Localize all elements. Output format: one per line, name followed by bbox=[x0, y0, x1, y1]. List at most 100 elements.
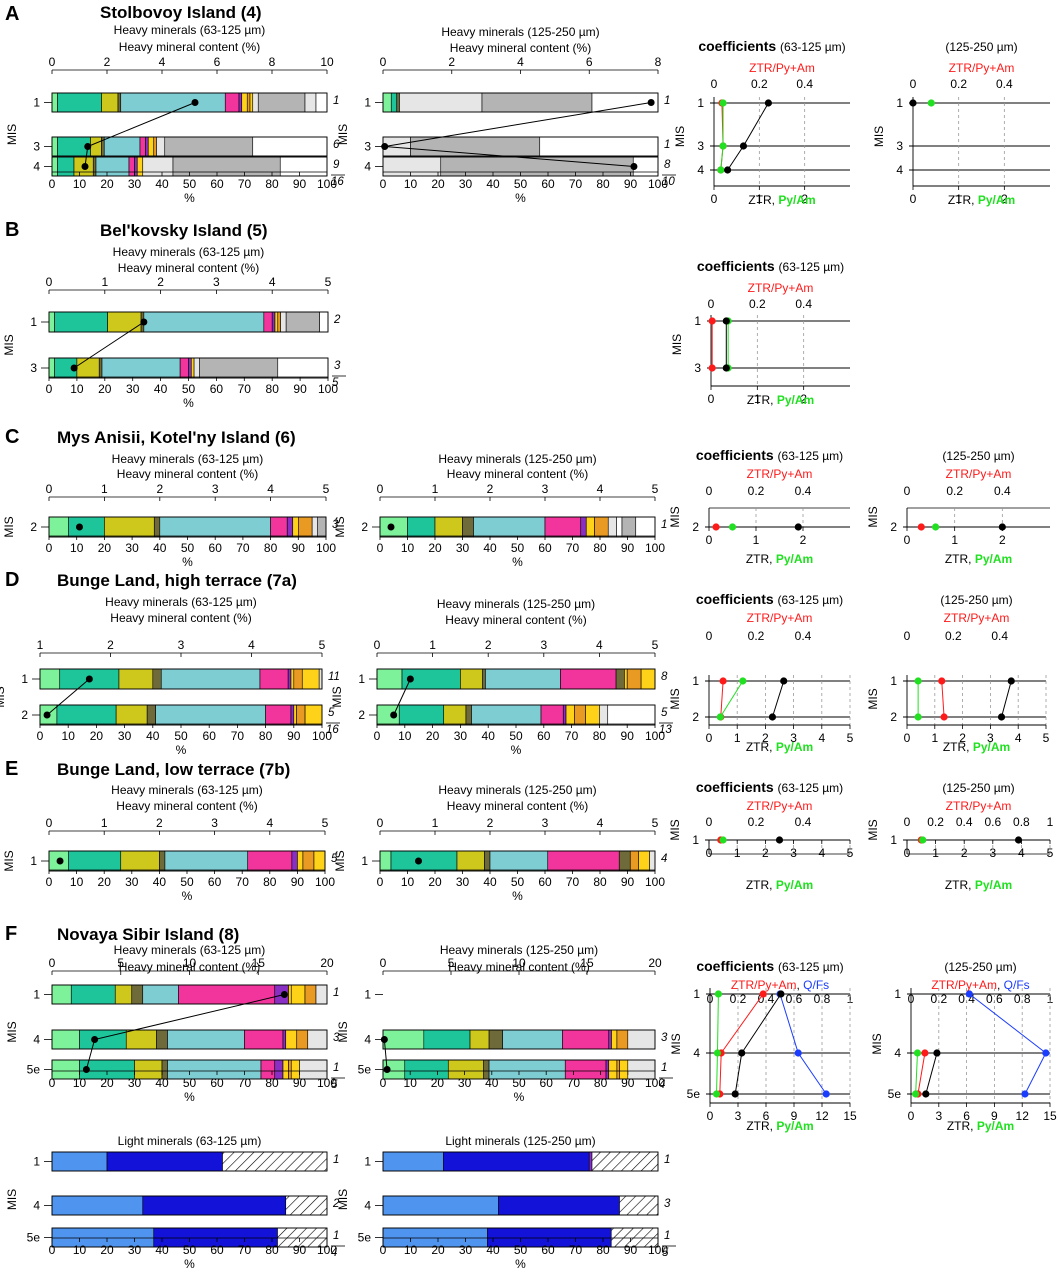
bottom-tick-label: 10 bbox=[401, 541, 415, 555]
chart-title: Heavy minerals (63-125 µm) bbox=[114, 23, 266, 37]
bar-segment bbox=[167, 1029, 245, 1050]
bar-segment bbox=[635, 516, 656, 538]
coef-bottom-tick-label: 0 bbox=[706, 731, 713, 745]
bar-segment bbox=[396, 92, 400, 113]
bar-chart-B1: Heavy minerals (63-125 µm)Heavy mineral … bbox=[2, 245, 346, 410]
bar-segment bbox=[481, 92, 593, 113]
top-tick-label: 3 bbox=[542, 482, 549, 496]
coef-top-tick-label: 0.2 bbox=[748, 815, 765, 829]
coef-mis-label: 2 bbox=[692, 710, 699, 724]
top-tick-label: 1 bbox=[101, 816, 108, 830]
top-tick-label: 4 bbox=[517, 55, 524, 69]
bar-chart-D1: Heavy minerals (63-125 µm)Heavy mineral … bbox=[0, 595, 340, 757]
bar-segment bbox=[282, 1029, 287, 1050]
hm-content-point bbox=[390, 711, 398, 719]
top-tick-label: 1 bbox=[432, 482, 439, 496]
top-tick-label: 0 bbox=[380, 55, 387, 69]
bar-segment bbox=[172, 156, 281, 177]
bar-segment bbox=[540, 704, 564, 726]
bottom-tick-label: 10 bbox=[401, 875, 415, 889]
coef-chart-F3: coefficients (63-125 µm)ZTR/Py+Am, Q/Fs0… bbox=[669, 958, 857, 1133]
coef-x-label: ZTR, Py/Am bbox=[746, 552, 813, 566]
coef-mis-label: 1 bbox=[894, 987, 901, 1001]
coef-top-tick-label: 0.6 bbox=[986, 992, 1003, 1006]
coef-series-line bbox=[734, 993, 782, 1095]
coef-top-tick-label: 0 bbox=[706, 629, 713, 643]
sample-count: 3 bbox=[332, 519, 339, 531]
bottom-tick-label: 10 bbox=[398, 729, 412, 743]
bottom-tick-label: 100 bbox=[645, 729, 665, 743]
coef-bottom-tick-label: 0 bbox=[904, 846, 911, 860]
bottom-tick-label: 0 bbox=[380, 1243, 387, 1257]
chart-title: Heavy minerals (63-125 µm) bbox=[114, 943, 266, 957]
bottom-tick-label: 50 bbox=[174, 729, 188, 743]
chart-title: Light minerals (63-125 µm) bbox=[118, 1134, 262, 1148]
bottom-tick-label: 90 bbox=[293, 177, 307, 191]
hm-content-point bbox=[140, 318, 148, 326]
bottom-tick-label: 100 bbox=[317, 177, 337, 191]
bottom-tick-label: 70 bbox=[236, 541, 250, 555]
bottom-tick-label: 70 bbox=[569, 177, 583, 191]
coef-point bbox=[940, 713, 948, 721]
coef-bottom-tick-label: 0 bbox=[910, 192, 917, 206]
bar-segment bbox=[134, 156, 138, 177]
bottom-tick-label: 90 bbox=[291, 875, 305, 889]
coef-mis-axis-label: MIS bbox=[668, 819, 682, 840]
bar-segment bbox=[159, 850, 166, 872]
coef-size-label: (125-250 µm) bbox=[945, 40, 1017, 54]
sample-count-total: 16 bbox=[326, 724, 339, 736]
bottom-tick-label: 80 bbox=[593, 875, 607, 889]
coef-point bbox=[921, 1049, 929, 1057]
coef-bottom-tick-label: 0 bbox=[707, 1109, 714, 1123]
coef-point bbox=[914, 677, 922, 685]
coef-top-tick-label: 0.4 bbox=[994, 484, 1011, 498]
bar-segment bbox=[469, 1029, 490, 1050]
coef-top-tick-label: 0.2 bbox=[749, 297, 766, 311]
chart-subtitle: Heavy mineral content (%) bbox=[116, 799, 257, 813]
bar-segment bbox=[607, 516, 617, 538]
top-tick-label: 15 bbox=[580, 956, 594, 970]
bar-segment bbox=[482, 668, 486, 690]
bar-frame bbox=[51, 92, 328, 113]
bottom-tick-label: 0 bbox=[374, 729, 381, 743]
bar-segment bbox=[241, 92, 248, 113]
bar-segment bbox=[143, 311, 265, 333]
chart-subtitle: Heavy mineral content (%) bbox=[447, 799, 588, 813]
percent-axis-label: % bbox=[512, 889, 523, 903]
coef-bottom-tick-label: 3 bbox=[935, 1109, 942, 1123]
bar-frame bbox=[382, 1195, 659, 1216]
coef-point bbox=[717, 166, 725, 174]
coef-mis-axis-label: MIS bbox=[673, 126, 687, 147]
bottom-tick-label: 100 bbox=[312, 729, 332, 743]
bottom-tick-label: 20 bbox=[100, 177, 114, 191]
hm-content-point bbox=[56, 857, 64, 865]
bar-segment bbox=[48, 357, 55, 379]
bar-segment bbox=[279, 156, 328, 177]
bottom-tick-label: 60 bbox=[210, 382, 224, 396]
bar-segment bbox=[616, 1029, 629, 1050]
bottom-tick-label: 80 bbox=[593, 729, 607, 743]
bar-segment bbox=[131, 984, 144, 1005]
bottom-tick-label: 60 bbox=[541, 177, 555, 191]
bar-segment bbox=[547, 850, 620, 872]
coef-series-line bbox=[1001, 680, 1012, 718]
bar-segment bbox=[199, 357, 279, 379]
chart-subtitle: Heavy mineral content (%) bbox=[119, 960, 260, 974]
coef-series-line bbox=[727, 102, 769, 171]
bottom-tick-label: 30 bbox=[118, 729, 132, 743]
coef-point bbox=[1014, 836, 1023, 844]
chart-subtitle: Heavy mineral content (%) bbox=[448, 960, 589, 974]
coef-bottom-tick-label: 1 bbox=[955, 192, 962, 206]
hm-content-point bbox=[630, 163, 638, 170]
bottom-tick-label: 20 bbox=[426, 729, 440, 743]
hm-content-point bbox=[415, 857, 422, 865]
top-tick-label: 15 bbox=[252, 956, 266, 970]
bar-frame bbox=[382, 1151, 659, 1172]
top-tick-label: 2 bbox=[156, 482, 163, 496]
bottom-tick-label: 90 bbox=[621, 541, 635, 555]
bar-segment bbox=[188, 357, 192, 379]
coef-title: coefficients (63-125 µm) bbox=[697, 258, 844, 274]
